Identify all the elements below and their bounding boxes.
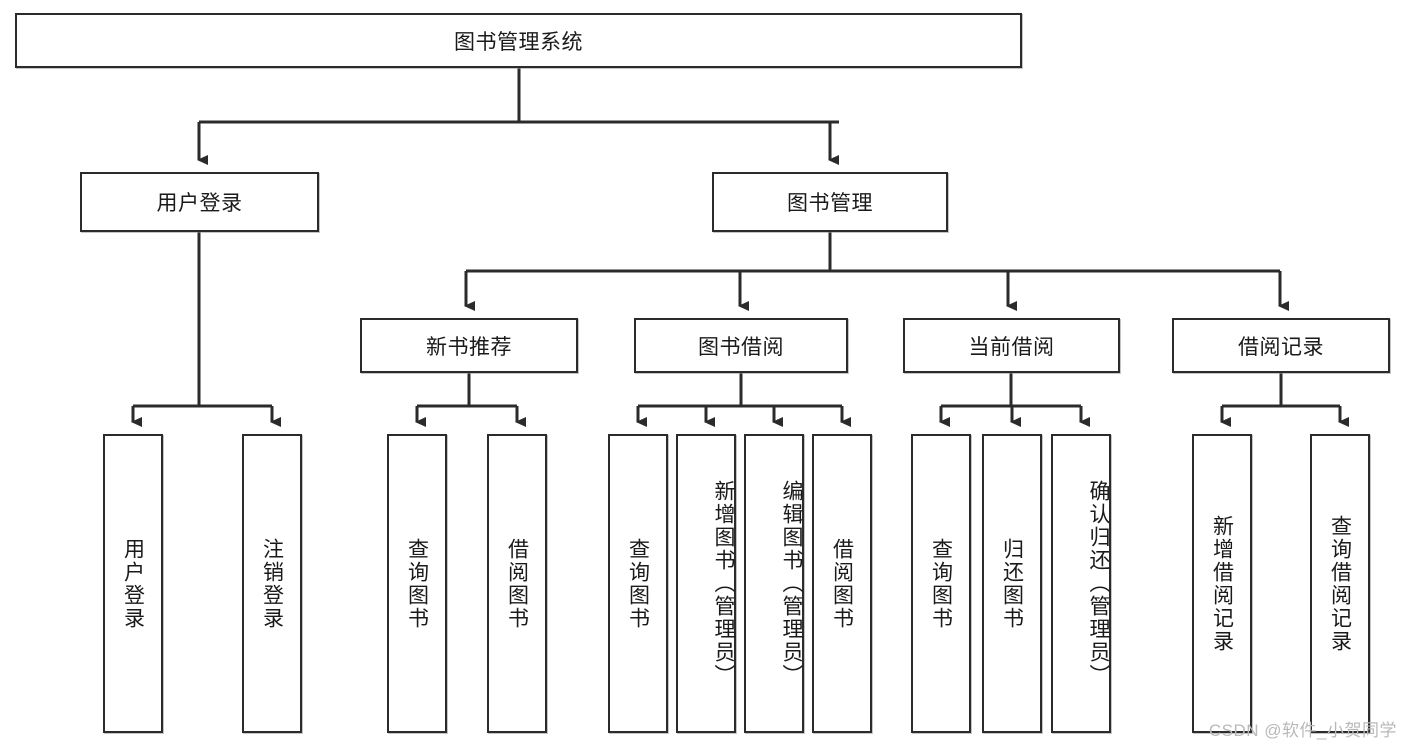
node-leaf-borrow-book-rec[interactable]: 借阅图书 — [487, 434, 547, 733]
node-user-login-label: 用户登录 — [156, 192, 243, 215]
node-leaf-user-logout[interactable]: 注销登录 — [242, 434, 302, 733]
node-new-book-rec[interactable]: 新书推荐 — [360, 318, 578, 373]
node-leaf-user-login-label: 用户登录 — [121, 537, 145, 630]
node-leaf-query-book-rec[interactable]: 查询图书 — [387, 434, 447, 733]
node-book-manage-label: 图书管理 — [787, 192, 873, 215]
node-leaf-add-book-admin[interactable]: 新增图书（管理员） — [676, 434, 736, 733]
node-borrow-record-label: 借阅记录 — [1238, 335, 1324, 359]
node-book-manage[interactable]: 图书管理 — [712, 172, 948, 232]
node-book-borrow-label: 图书借阅 — [698, 335, 784, 359]
node-leaf-add-borrow-record[interactable]: 新增借阅记录 — [1192, 434, 1252, 733]
node-leaf-query-book-current-label: 查询图书 — [929, 537, 953, 630]
node-user-login[interactable]: 用户登录 — [80, 172, 319, 232]
node-leaf-borrow-book-label: 借阅图书 — [830, 537, 854, 630]
node-root-label: 图书管理系统 — [454, 30, 583, 54]
node-leaf-edit-book-admin-label: 编辑图书（管理员） — [780, 480, 803, 687]
node-current-borrow-label: 当前借阅 — [968, 335, 1055, 359]
node-leaf-query-book-borrow[interactable]: 查询图书 — [608, 434, 668, 733]
node-book-borrow[interactable]: 图书借阅 — [634, 318, 848, 373]
node-leaf-return-book[interactable]: 归还图书 — [982, 434, 1042, 733]
node-leaf-borrow-book-rec-label: 借阅图书 — [505, 537, 529, 630]
node-root[interactable]: 图书管理系统 — [15, 13, 1022, 68]
node-current-borrow[interactable]: 当前借阅 — [903, 318, 1120, 373]
node-leaf-user-logout-label: 注销登录 — [260, 537, 284, 630]
node-leaf-query-borrow-record-label: 查询借阅记录 — [1328, 514, 1352, 653]
node-leaf-add-borrow-record-label: 新增借阅记录 — [1210, 514, 1234, 653]
node-leaf-user-login[interactable]: 用户登录 — [103, 434, 163, 733]
node-leaf-query-borrow-record[interactable]: 查询借阅记录 — [1310, 434, 1370, 733]
node-new-book-rec-label: 新书推荐 — [426, 335, 512, 359]
node-leaf-confirm-return-admin-label: 确认归还（管理员） — [1087, 480, 1110, 687]
node-leaf-edit-book-admin[interactable]: 编辑图书（管理员） — [744, 434, 804, 733]
node-leaf-query-book-current[interactable]: 查询图书 — [911, 434, 971, 733]
node-leaf-confirm-return-admin[interactable]: 确认归还（管理员） — [1051, 434, 1111, 733]
node-leaf-borrow-book[interactable]: 借阅图书 — [812, 434, 872, 733]
node-leaf-query-book-rec-label: 查询图书 — [405, 537, 429, 630]
watermark: CSDN @软件_小贺同学 — [1208, 721, 1397, 740]
node-borrow-record[interactable]: 借阅记录 — [1172, 318, 1390, 373]
node-leaf-return-book-label: 归还图书 — [1000, 537, 1024, 630]
node-leaf-add-book-admin-label: 新增图书（管理员） — [712, 480, 735, 687]
node-leaf-query-book-borrow-label: 查询图书 — [626, 537, 650, 630]
